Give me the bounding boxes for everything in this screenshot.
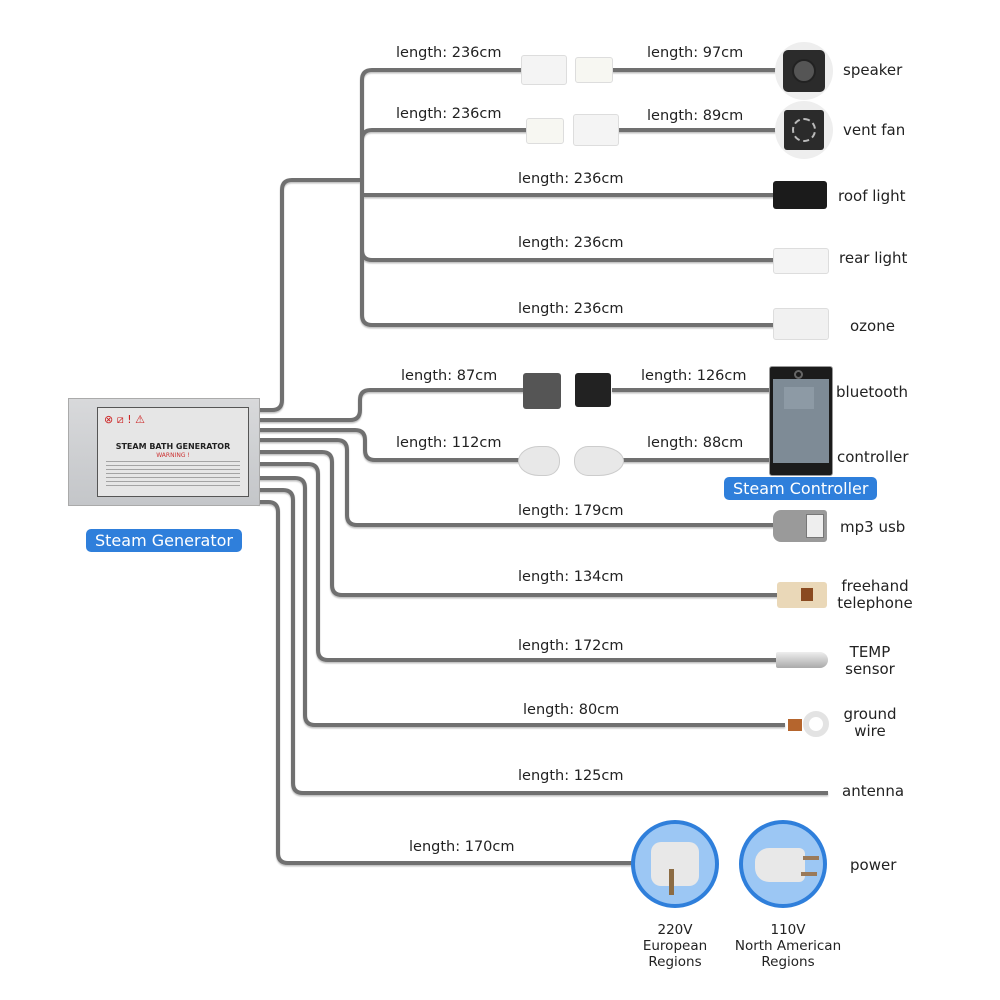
eu-plug-circle	[631, 820, 719, 908]
speaker-icon	[775, 42, 833, 100]
device-label-ground-wire: ground wire	[830, 706, 910, 740]
power-option-eu: 220V European Regions	[625, 922, 725, 970]
ozone-connector-icon	[773, 308, 829, 340]
length-label-power: length: 170cm	[409, 839, 515, 855]
connector-male-vent-fan	[526, 118, 564, 144]
white-connector-icon	[773, 248, 829, 274]
device-label-mp3-usb: mp3 usb	[840, 518, 906, 536]
device-label-antenna: antenna	[842, 782, 905, 800]
length-label-vent-fan: length: 236cm	[396, 106, 502, 122]
warning-icons: ⊗ ⧄ ! ⚠	[104, 413, 145, 426]
wire-controller	[258, 428, 520, 462]
wire-mp3	[258, 438, 775, 527]
generator-panel-warning: WARNING !	[156, 452, 190, 459]
length-label-bluetooth-2: length: 126cm	[641, 368, 747, 384]
wire-temp	[258, 462, 778, 662]
length-label-ozone: length: 236cm	[518, 301, 624, 317]
power-option-us-region1: North American	[734, 938, 842, 954]
power-option-us-voltage: 110V	[770, 922, 806, 938]
device-label-bluetooth: bluetooth	[836, 383, 909, 401]
wire-power	[258, 500, 640, 865]
device-label-ground-line1: ground	[843, 705, 897, 723]
multi-pin-connector-female	[575, 373, 611, 407]
rj11-jack-icon	[777, 582, 827, 608]
wire-vent-fan	[360, 128, 530, 141]
generator-warning-text	[106, 461, 240, 489]
length-label-speaker: length: 236cm	[396, 45, 502, 61]
device-label-power: power	[850, 856, 897, 874]
round-din-connector-female	[574, 446, 624, 476]
device-label-temp-line1: TEMP	[849, 643, 891, 661]
round-din-connector-male	[518, 446, 560, 476]
wire-telephone	[258, 450, 780, 597]
length-label-temp-sensor: length: 172cm	[518, 638, 624, 654]
device-label-ground-line2: wire	[854, 722, 886, 740]
device-label-telephone-line1: freehand	[841, 577, 909, 595]
camera-icon	[794, 370, 803, 379]
length-label-roof-light: length: 236cm	[518, 171, 624, 187]
device-label-rear-light: rear light	[839, 249, 908, 267]
generator-panel-title: STEAM BATH GENERATOR	[115, 442, 231, 451]
connector-female-vent-fan	[573, 114, 619, 146]
wire-bluetooth	[258, 388, 525, 422]
device-label-ozone: ozone	[850, 317, 895, 335]
usb-icon	[773, 510, 827, 542]
steam-controller-badge: Steam Controller	[724, 477, 878, 500]
length-label-controller-2: length: 88cm	[647, 435, 744, 451]
fan-icon	[775, 101, 833, 159]
power-option-us-region2: Regions	[761, 954, 815, 970]
steam-controller-device	[769, 366, 833, 476]
length-label-vent-fan-2: length: 89cm	[647, 108, 744, 124]
ring-terminal-crimp	[788, 719, 802, 731]
temp-probe-icon	[776, 652, 828, 668]
steam-generator-unit: ⊗ ⧄ ! ⚠ STEAM BATH GENERATOR WARNING !	[68, 398, 260, 506]
device-label-telephone: freehand telephone	[830, 578, 920, 612]
wire-antenna	[258, 488, 828, 795]
power-option-eu-region2: Regions	[648, 954, 702, 970]
steam-generator-badge: Steam Generator	[86, 529, 242, 552]
length-label-rear-light: length: 236cm	[518, 235, 624, 251]
length-label-bluetooth: length: 87cm	[401, 368, 498, 384]
length-label-controller: length: 112cm	[396, 435, 502, 451]
device-label-telephone-line2: telephone	[837, 594, 913, 612]
device-label-roof-light: roof light	[838, 187, 906, 205]
device-label-temp-line2: sensor	[845, 660, 895, 678]
ring-terminal-icon	[803, 711, 829, 737]
length-label-mp3-usb: length: 179cm	[518, 503, 624, 519]
power-option-us: 110V North American Regions	[723, 922, 853, 970]
device-label-controller: controller	[837, 448, 909, 466]
length-label-antenna: length: 125cm	[518, 768, 624, 784]
device-label-temp-sensor: TEMP sensor	[830, 644, 910, 678]
length-label-speaker-2: length: 97cm	[647, 45, 744, 61]
connector-male-speaker	[521, 55, 567, 85]
length-label-ground-wire: length: 80cm	[523, 702, 620, 718]
power-option-eu-voltage: 220V	[657, 922, 693, 938]
multi-pin-connector-male	[523, 373, 561, 409]
generator-label-panel: ⊗ ⧄ ! ⚠ STEAM BATH GENERATOR WARNING !	[97, 407, 249, 497]
device-label-vent-fan: vent fan	[843, 121, 906, 139]
wire-speaker	[360, 68, 525, 192]
black-connector-icon	[773, 181, 827, 209]
power-option-eu-region1: European	[642, 938, 708, 954]
device-label-speaker: speaker	[843, 61, 903, 79]
connector-female-speaker	[575, 57, 613, 83]
wire-ground	[258, 476, 785, 727]
wire-ozone	[360, 250, 778, 327]
wire-trunk-top	[258, 178, 362, 412]
us-plug-circle	[739, 820, 827, 908]
length-label-telephone: length: 134cm	[518, 569, 624, 585]
